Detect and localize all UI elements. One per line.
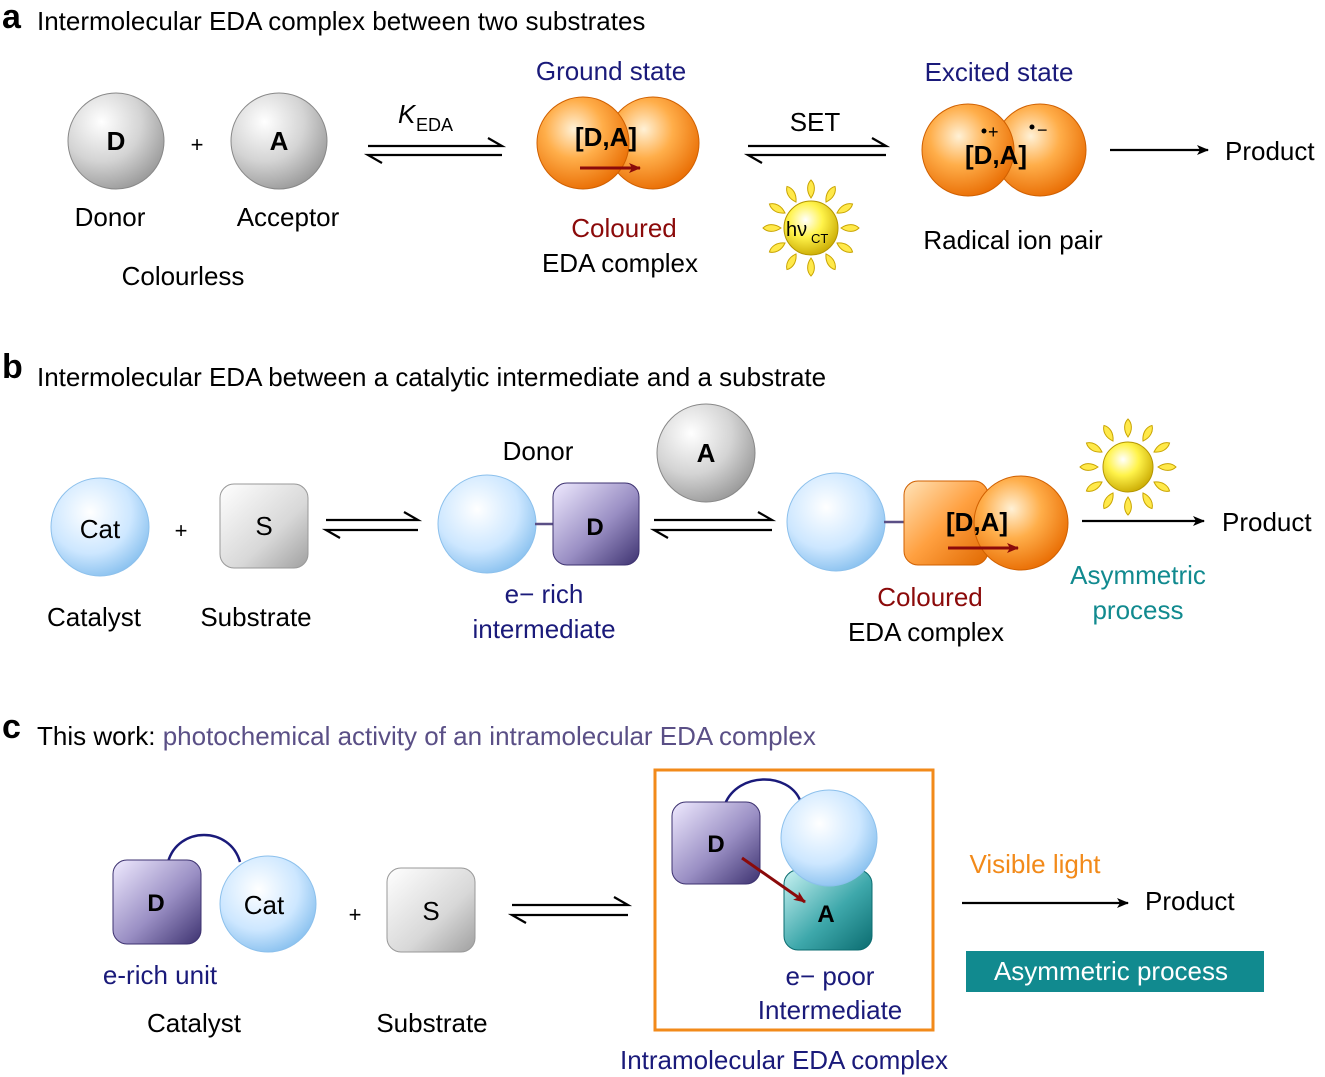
- intramolecular-label: Intramolecular EDA complex: [620, 1045, 948, 1075]
- catalyst-label: Catalyst: [147, 1008, 242, 1038]
- intermediate-label: Intermediate: [758, 995, 903, 1025]
- sun-icon: [1079, 418, 1177, 516]
- heading-highlight: photochemical activity of an intramolecu…: [163, 721, 816, 751]
- panel-b: b Intermolecular EDA between a catalytic…: [2, 348, 1312, 647]
- acceptor-sphere: [230, 92, 328, 190]
- radical-plus: +: [988, 122, 999, 142]
- asymmetric-label: Asymmetric: [1070, 560, 1206, 590]
- equilibrium-arrow-2: [743, 137, 891, 164]
- catalyst-sphere: [780, 789, 878, 887]
- acceptor-symbol: A: [270, 126, 289, 156]
- excited-state-label: Excited state: [925, 57, 1074, 87]
- process-label: process: [1092, 595, 1183, 625]
- substrate-label: Substrate: [376, 1008, 487, 1038]
- coloured-label: Coloured: [877, 582, 983, 612]
- charge-transfer-arrow: [741, 856, 806, 904]
- cat-symbol: Cat: [80, 514, 121, 544]
- intramolecular-complex-frame: [653, 768, 935, 1032]
- donor-symbol: D: [107, 126, 126, 156]
- donor-box: [552, 482, 640, 566]
- eda-complex-label: EDA complex: [848, 617, 1004, 647]
- hv-subscript: CT: [811, 231, 828, 246]
- equilibrium-arrow-1: [363, 137, 507, 164]
- substrate-symbol: S: [422, 896, 439, 926]
- sun-icon: [762, 179, 860, 277]
- product-label: Product: [1225, 136, 1315, 166]
- complex-symbol: [D,A]: [575, 122, 637, 152]
- e-poor-label: e− poor: [786, 961, 875, 991]
- donor-symbol: D: [147, 890, 164, 917]
- donor-label: Donor: [503, 436, 574, 466]
- donor-label: Donor: [75, 202, 146, 232]
- ground-state-label: Ground state: [536, 56, 686, 86]
- radical-donor-sphere: [921, 103, 1015, 197]
- tether-arc: [723, 778, 802, 805]
- acceptor-symbol: A: [697, 438, 716, 468]
- radical-dot: [981, 128, 987, 134]
- complex-symbol: [D,A]: [946, 507, 1008, 537]
- visible-light-label: Visible light: [969, 849, 1101, 879]
- eda-complex-label: EDA complex: [542, 248, 698, 278]
- acceptor-label: Acceptor: [237, 202, 340, 232]
- k-symbol: K: [398, 99, 417, 129]
- radical-minus: −: [1037, 120, 1048, 140]
- substrate-label: Substrate: [200, 602, 311, 632]
- acceptor-symbol: A: [817, 901, 834, 928]
- intermediate-label: intermediate: [472, 614, 615, 644]
- substrate-box: [219, 483, 309, 569]
- panel-a-letter: a: [2, 0, 22, 36]
- catalyst-sphere: [437, 474, 537, 574]
- k-subscript: EDA: [416, 115, 453, 135]
- radical-ion-pair-label: Radical ion pair: [923, 225, 1103, 255]
- panel-b-letter: b: [2, 348, 23, 386]
- product-label: Product: [1145, 886, 1235, 916]
- set-label: SET: [790, 107, 841, 137]
- hv-label: hν: [786, 219, 807, 241]
- donor-box: [112, 859, 202, 945]
- equilibrium-arrow-4: [649, 511, 777, 539]
- panel-a-heading: Intermolecular EDA complex between two s…: [37, 6, 645, 36]
- donor-orange-sphere: [536, 96, 630, 190]
- panel-b-heading: Intermolecular EDA between a catalytic i…: [37, 362, 826, 392]
- catalyst-sphere: [50, 477, 150, 577]
- heading-prefix: This work:: [37, 721, 163, 751]
- donor-box: [671, 801, 761, 885]
- substrate-box: [386, 867, 476, 953]
- plus-sign: +: [191, 132, 204, 157]
- equilibrium-arrow-5: [507, 896, 633, 924]
- panel-c-heading: This work: photochemical activity of an …: [37, 721, 816, 751]
- catalyst-sphere: [219, 855, 317, 953]
- plus-sign: +: [349, 902, 362, 927]
- catalyst-sphere: [786, 472, 886, 572]
- radical-dot: [1029, 124, 1035, 130]
- colourless-label: Colourless: [122, 261, 245, 291]
- panel-c: c This work: photochemical activity of a…: [2, 708, 1264, 1075]
- tether-arc: [166, 833, 242, 863]
- e-rich-unit-label: e-rich unit: [103, 960, 218, 990]
- coloured-label: Coloured: [571, 213, 677, 243]
- panel-c-letter: c: [2, 708, 21, 746]
- cat-symbol: Cat: [244, 890, 285, 920]
- e-rich-label: e− rich: [505, 579, 584, 609]
- donor-sphere: [67, 92, 165, 190]
- equilibrium-arrow-3: [321, 511, 423, 539]
- asymmetric-process-label: Asymmetric process: [994, 956, 1228, 986]
- product-label: Product: [1222, 507, 1312, 537]
- substrate-symbol: S: [255, 511, 272, 541]
- catalyst-label: Catalyst: [47, 602, 142, 632]
- acceptor-sphere: [656, 403, 756, 503]
- panel-a: a Intermolecular EDA complex between two…: [2, 0, 1315, 291]
- donor-symbol: D: [707, 831, 724, 858]
- asymmetric-process-banner: [966, 951, 1264, 992]
- plus-sign: +: [175, 518, 188, 543]
- donor-symbol: D: [586, 514, 603, 541]
- radical-pair-symbol: [D,A]: [965, 140, 1027, 170]
